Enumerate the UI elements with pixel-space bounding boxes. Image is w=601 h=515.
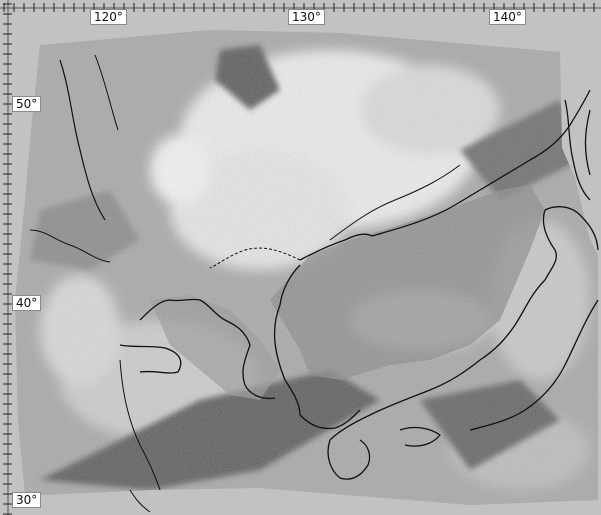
left-tick-ruler <box>3 0 12 515</box>
latitude-label-40: 40° <box>12 295 42 311</box>
coastlines <box>29 54 599 513</box>
longitude-label-120: 120° <box>90 9 127 25</box>
top-tick-ruler <box>0 3 601 12</box>
longitude-label-130: 130° <box>288 9 325 25</box>
latitude-label-30: 30° <box>12 492 42 508</box>
latitude-label-50: 50° <box>12 96 42 112</box>
longitude-label-140: 140° <box>489 9 526 25</box>
